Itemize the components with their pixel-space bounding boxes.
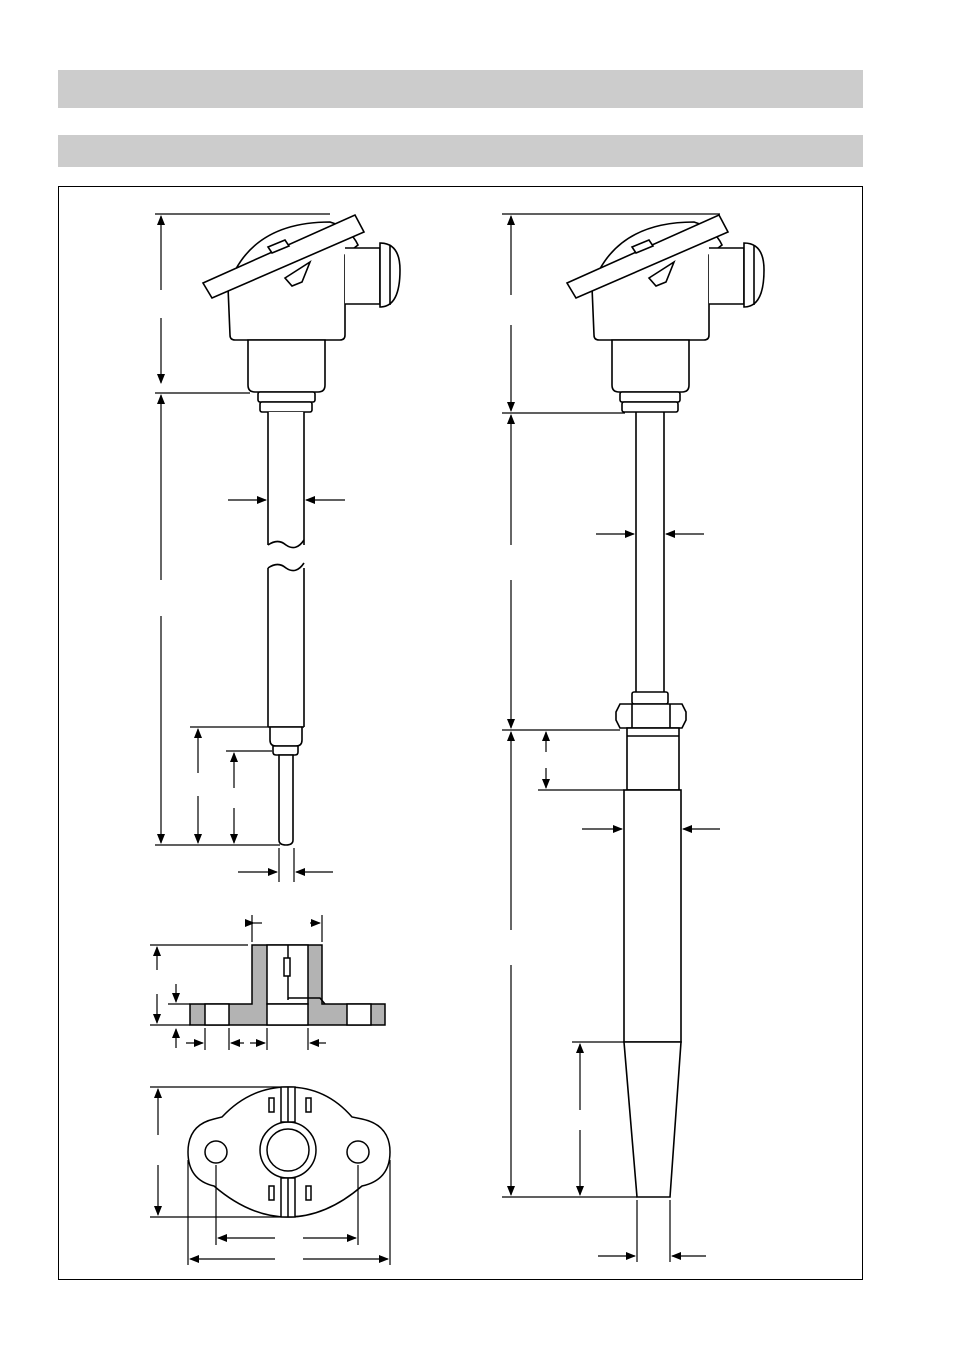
terminal-head-left (201, 213, 401, 413)
flange-top-view (187, 1086, 391, 1218)
stem-lower-left (267, 562, 305, 846)
stem-right (615, 412, 687, 729)
terminal-head-right (565, 213, 765, 413)
dimensions-flange-section (150, 915, 326, 1050)
thermowell-right (623, 727, 682, 1198)
flange-section-view (189, 944, 386, 1026)
figure-frame (58, 186, 863, 1280)
header-bar (58, 70, 863, 108)
subheader-bar (58, 135, 863, 167)
thermometer-right (565, 213, 765, 1198)
dimensions-right (502, 213, 720, 1262)
dimensions-flange-top (150, 1086, 391, 1265)
dimensions-left (155, 213, 345, 882)
thermometer-left (201, 213, 401, 846)
stem-upper-left (267, 412, 305, 549)
